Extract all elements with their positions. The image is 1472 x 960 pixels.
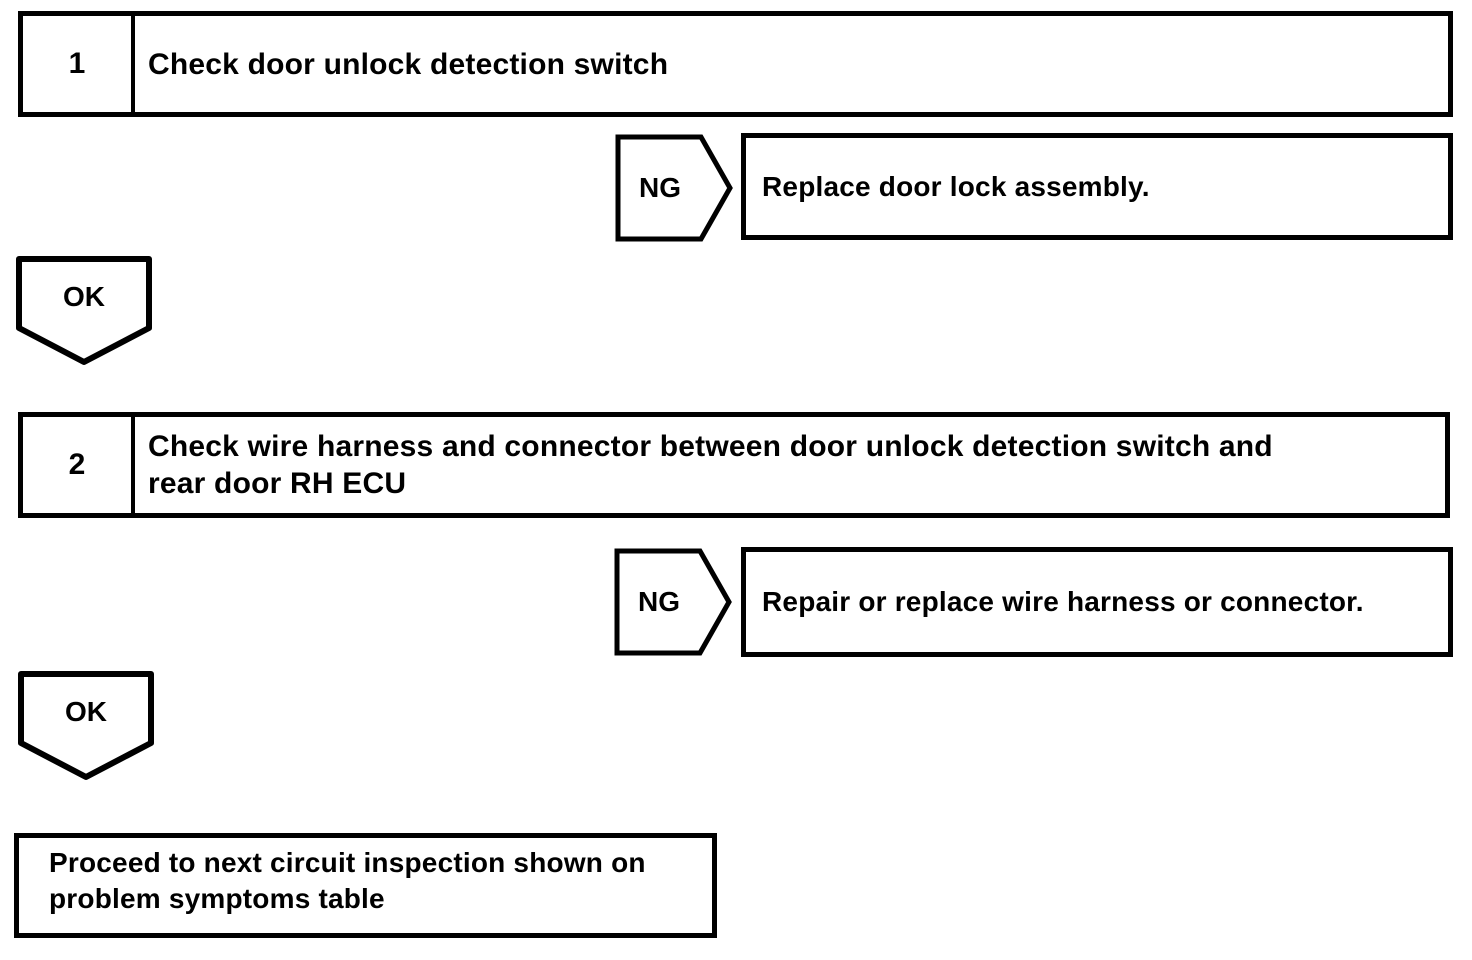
step-1-ok-arrow: OK [15,255,153,366]
step-2-ok-arrow: OK [17,670,155,781]
step-1-box: 1 Check door unlock detection switch [18,11,1453,117]
step-2-ng-arrow: NG [614,548,732,656]
step-1-number: 1 [23,16,135,112]
step-2-title-cell: Check wire harness and connector between… [135,417,1445,513]
step-1-title-cell: Check door unlock detection switch [135,16,1448,112]
ng-arrow-icon [614,548,732,656]
step-1-ng-result-text: Replace door lock assembly. [762,170,1150,202]
ng-label: NG [639,172,681,203]
ok-arrow-icon [18,671,154,780]
step-2-title-line2: rear door RH ECU [148,467,407,500]
final-instruction-line1: Proceed to next circuit inspection shown… [49,847,646,878]
ng-label: NG [638,586,680,617]
step-2-number: 2 [23,417,135,513]
final-instruction-line2: problem symptoms table [49,883,385,914]
step-1-title: Check door unlock detection switch [148,47,669,81]
step-1-ng-arrow: NG [615,134,733,242]
step-2-box: 2 Check wire harness and connector betwe… [18,412,1450,518]
step-2-ng-result-box: Repair or replace wire harness or connec… [741,547,1453,657]
final-instruction-box: Proceed to next circuit inspection shown… [14,833,717,938]
step-1-ng-result-box: Replace door lock assembly. [741,133,1453,240]
step-2-title-line1: Check wire harness and connector between… [148,430,1273,463]
ng-arrow-icon [615,134,733,242]
step-2-ng-result-text: Repair or replace wire harness or connec… [762,586,1364,617]
ok-arrow-icon [16,256,152,365]
ok-label: OK [65,696,107,727]
ok-label: OK [63,281,105,312]
